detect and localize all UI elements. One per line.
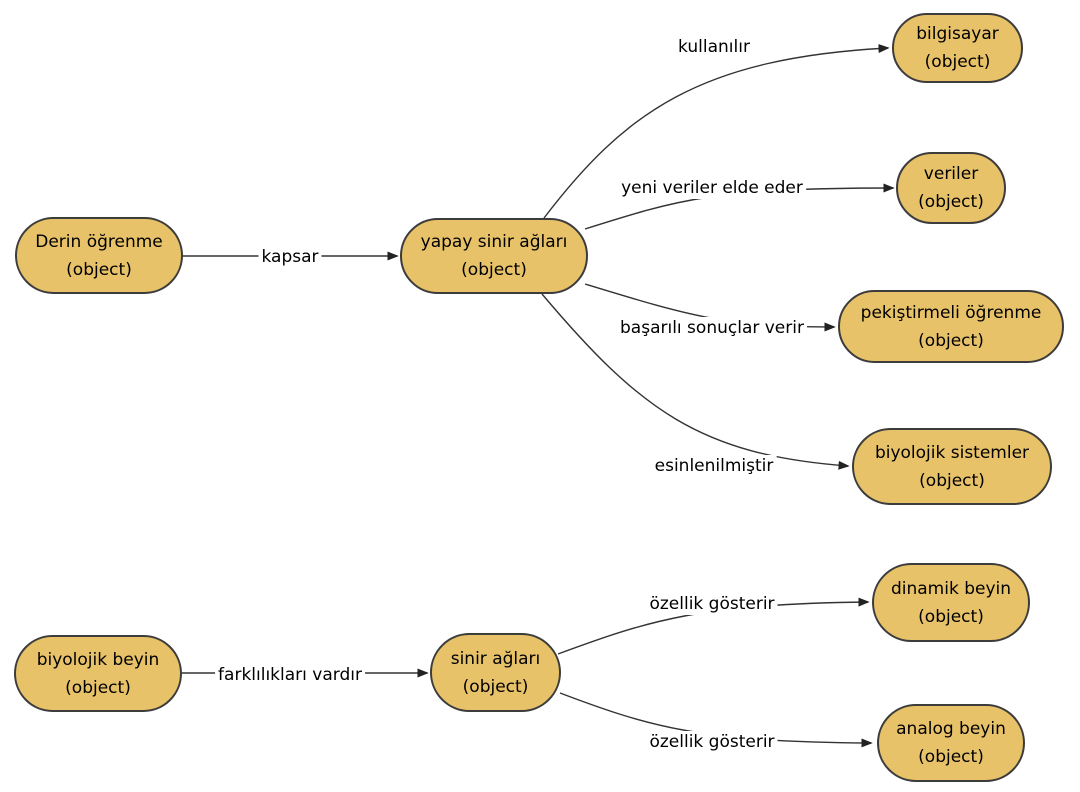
node-biyolojik-sistemler[interactable]: biyolojik sistemler (object) (852, 428, 1052, 505)
node-type-label: (object) (462, 676, 529, 697)
edge-label-yeni-veriler-elde-eder: yeni veriler elde eder (618, 177, 806, 199)
node-label: analog beyin (896, 719, 1006, 739)
node-label: pekiştirmeli öğrenme (860, 302, 1042, 323)
edge-ozellik-gosterir-top (557, 597, 870, 655)
node-type-label: (object) (461, 260, 527, 280)
node-derin-ogrenme[interactable]: Derin öğrenme (object) (15, 217, 183, 294)
node-yapay-sinir-aglari[interactable]: yapay sinir ağları (object) (400, 218, 588, 294)
node-label: dinamik beyin (890, 578, 1012, 599)
node-label: Derin öğrenme (35, 231, 163, 252)
node-label: bilgisayar (916, 24, 999, 44)
node-biyolojik-beyin[interactable]: biyolojik beyin (object) (14, 635, 182, 712)
edge-label-basarili-sonuclar-verir: başarılı sonuçlar verir (617, 317, 807, 339)
node-dinamik-beyin[interactable]: dinamik beyin (object) (872, 563, 1030, 642)
edge-label-ozellik-gosterir-bottom: özellik gösterir (646, 731, 778, 753)
node-bilgisayar[interactable]: bilgisayar (object) (892, 13, 1023, 83)
node-type-label: (object) (918, 330, 984, 351)
node-type-label: (object) (924, 52, 991, 72)
node-type-label: (object) (65, 677, 131, 698)
node-type-label: (object) (919, 470, 985, 491)
node-type-label: (object) (918, 747, 984, 767)
node-label: yapay sinir ağları (420, 232, 568, 252)
node-type-label: (object) (66, 259, 132, 280)
node-sinir-aglari[interactable]: sinir ağları (object) (430, 633, 561, 712)
node-pekistirmeli-ogrenme[interactable]: pekiştirmeli öğrenme (object) (838, 290, 1064, 363)
node-label: veriler (923, 164, 979, 184)
node-label: biyolojik beyin (36, 649, 160, 670)
edge-label-ozellik-gosterir-top: özellik gösterir (646, 593, 778, 615)
node-type-label: (object) (918, 606, 984, 627)
node-type-label: (object) (918, 192, 984, 212)
edge-label-kullanilir: kullanılır (675, 36, 753, 58)
node-label: sinir ağları (450, 648, 541, 669)
edge-kullanilir (543, 44, 890, 219)
edge-ozellik-gosterir-bottom (559, 692, 873, 748)
edge-label-esinlenilmistir: esinlenilmiştir (651, 455, 777, 477)
edge-esinlenilmistir (541, 293, 850, 470)
edge-label-kapsar: kapsar (258, 246, 322, 268)
node-veriler[interactable]: veriler (object) (896, 152, 1006, 224)
edge-label-farkliliklari-vardir: farklılıkları vardır (215, 664, 365, 686)
node-analog-beyin[interactable]: analog beyin (object) (877, 704, 1025, 782)
node-label: biyolojik sistemler (874, 442, 1030, 463)
